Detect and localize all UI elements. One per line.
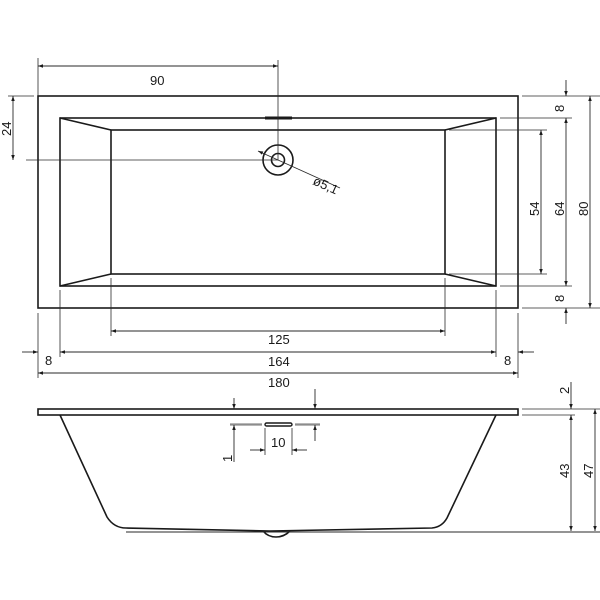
dim-inner-depth: 43 <box>557 464 572 478</box>
tub-body-profile <box>59 414 497 532</box>
overflow-slot <box>264 422 293 427</box>
dim-overflow-offset: 1 <box>220 398 236 462</box>
dim-inner-width: 64 <box>552 202 567 216</box>
right-dimensions: 54 64 8 8 80 <box>449 80 600 324</box>
slope-edges <box>59 117 497 287</box>
dim-rim-right: 8 <box>504 353 511 368</box>
side-right-dimensions: 2 43 47 <box>522 382 600 531</box>
dim-outer-width: 80 <box>576 202 591 216</box>
dim-overflow-width-label: 10 <box>271 435 285 450</box>
drain: ø5,1 <box>26 60 341 197</box>
dim-overflow-width: 10 <box>250 428 307 455</box>
dim-rim-top: 8 <box>552 105 567 112</box>
dim-rim-thickness: 2 <box>557 387 572 394</box>
dim-drain-offset-y: 24 <box>0 122 14 136</box>
dim-overflow-offset-label: 1 <box>220 455 235 462</box>
top-view: ø5,1 90 24 125 164 8 <box>0 58 600 390</box>
rim-profile <box>37 408 519 416</box>
dim-drain-diameter: ø5,1 <box>311 173 341 197</box>
dim-floor-width: 54 <box>527 202 542 216</box>
dim-90: 90 <box>37 58 278 96</box>
dim-inner-length: 164 <box>268 354 290 369</box>
dim-rim-bottom: 8 <box>552 295 567 302</box>
dim-24: 24 <box>0 95 34 160</box>
drain-bulge <box>262 530 291 538</box>
dim-rim-left: 8 <box>45 353 52 368</box>
dim-outer-length: 180 <box>268 375 290 390</box>
dim-floor-length: 125 <box>268 332 290 347</box>
dim-drain-offset-x: 90 <box>150 73 164 88</box>
dim-total-height: 47 <box>581 464 596 478</box>
bottom-dimensions: 125 164 8 8 180 <box>22 278 534 390</box>
side-view: 1 10 2 43 47 <box>37 382 600 538</box>
